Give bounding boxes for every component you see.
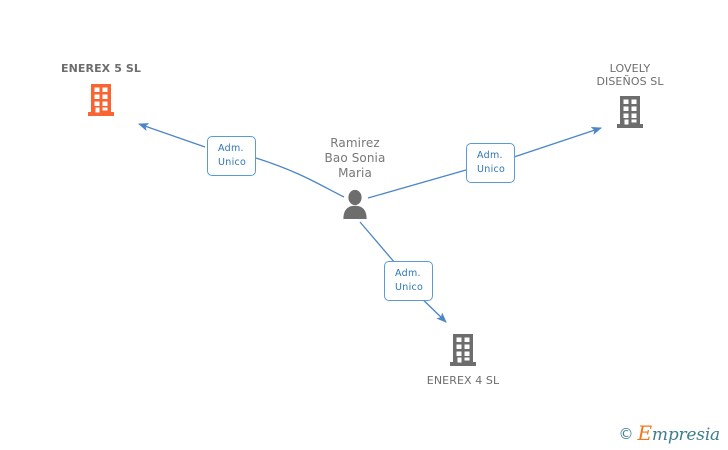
brand-rest: mpresia bbox=[651, 425, 720, 445]
relation-chip-enerex5[interactable]: Adm. Unico bbox=[207, 136, 257, 176]
company-label-enerex5: ENEREX 5 SL bbox=[60, 62, 142, 75]
building-icon[interactable] bbox=[87, 83, 115, 117]
person-label: Ramirez Bao Sonia Maria bbox=[324, 136, 386, 180]
brand-initial: E bbox=[637, 421, 653, 445]
company-node-enerex4[interactable]: ENEREX 4 SL bbox=[409, 333, 517, 387]
empresia-watermark: © Empresia bbox=[618, 423, 721, 445]
person-node[interactable]: Ramirez Bao Sonia Maria bbox=[295, 136, 415, 219]
company-node-lovely[interactable]: LOVELY DISEÑOS SL bbox=[572, 62, 688, 129]
relation-chip-enerex4[interactable]: Adm. Unico bbox=[384, 261, 434, 301]
relation-chip-lovely[interactable]: Adm. Unico bbox=[466, 143, 516, 183]
brand-wordmark: Empresia bbox=[638, 423, 721, 445]
edge-person-to-enerex4 bbox=[359, 221, 396, 264]
edge-person-to-enerex5 bbox=[255, 157, 345, 198]
company-node-enerex5[interactable]: ENEREX 5 SL bbox=[47, 62, 155, 117]
edge-person-to-lovely-tail bbox=[513, 127, 602, 158]
building-icon[interactable] bbox=[616, 95, 644, 129]
copyright-icon: © bbox=[618, 425, 634, 443]
building-icon[interactable] bbox=[449, 333, 477, 367]
company-label-enerex4: ENEREX 4 SL bbox=[426, 374, 500, 387]
edge-person-to-lovely bbox=[367, 169, 467, 199]
person-icon[interactable] bbox=[341, 189, 369, 219]
edge-person-to-enerex5-tail bbox=[138, 123, 206, 148]
company-label-lovely: LOVELY DISEÑOS SL bbox=[596, 62, 664, 88]
